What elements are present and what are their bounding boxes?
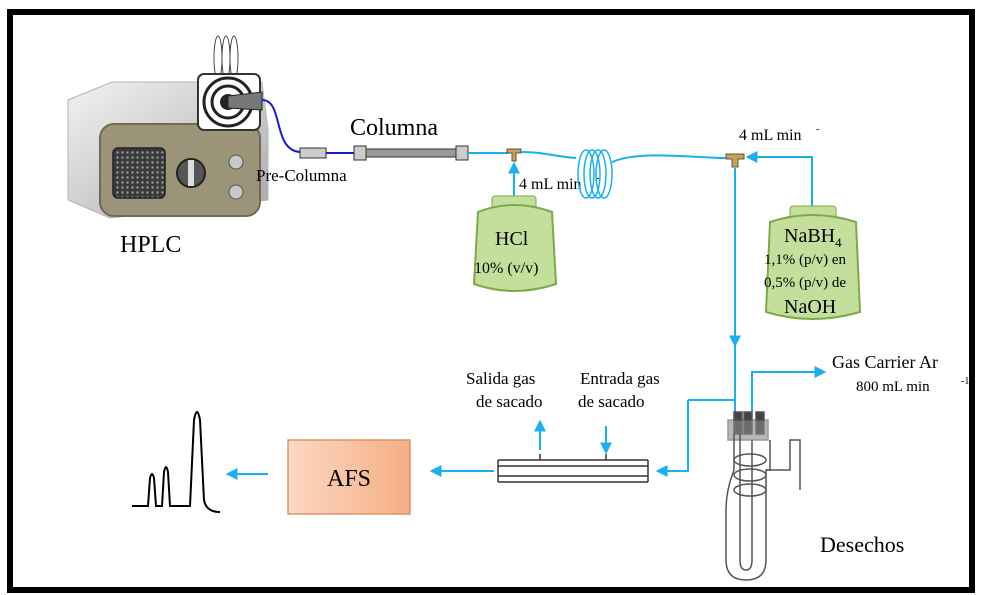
stripping-tube xyxy=(497,454,649,483)
nabh4-flow-label: 4 mL min xyxy=(739,127,802,144)
column xyxy=(353,145,469,161)
hplc-label: HPLC xyxy=(120,232,181,258)
injection-valve-icon xyxy=(197,35,263,131)
nabh4-name: NaBH4 xyxy=(784,225,842,250)
t-junction-hcl xyxy=(506,148,522,162)
gas-flow-sup: -1 xyxy=(961,376,969,387)
entrada-label-2: de sacado xyxy=(578,392,645,411)
nabh4-line3: NaOH xyxy=(784,296,836,318)
gas-carrier-label: Gas Carrier Ar xyxy=(832,352,938,372)
pre-column-label: Pre-Columna xyxy=(256,166,347,185)
pump-outlet-tube xyxy=(261,99,301,153)
hcl-name: HCl xyxy=(495,228,529,250)
grill-icon xyxy=(112,147,166,199)
afs-detector xyxy=(287,439,411,515)
t-junction-nabh4 xyxy=(725,153,745,168)
hcl-bottle xyxy=(472,195,558,292)
reaction-coil-icon xyxy=(577,149,613,199)
nabh4-line2: 0,5% (p/v) de xyxy=(764,275,846,291)
outer-frame xyxy=(7,9,975,593)
nabh4-flow-sup: - xyxy=(816,124,819,135)
afs-label: AFS xyxy=(327,466,371,492)
pre-column xyxy=(299,147,327,159)
desechos-label: Desechos xyxy=(820,532,904,557)
salida-label-2: de sacado xyxy=(476,392,543,411)
hcl-flow-sup: - xyxy=(596,173,599,184)
chromatogram-icon xyxy=(132,411,221,513)
hcl-concentration: 10% (v/v) xyxy=(474,260,538,277)
hcl-flow-label: 4 mL min xyxy=(519,176,582,193)
gas-liquid-separator xyxy=(725,411,801,581)
nabh4-bottle xyxy=(764,205,862,320)
column-label: Columna xyxy=(350,115,438,141)
salida-label-1: Salida gas xyxy=(466,369,535,388)
nabh4-line1: 1,1% (p/v) en xyxy=(764,252,847,268)
entrada-label-1: Entrada gas xyxy=(580,369,660,388)
gas-flow-label: 800 mL min xyxy=(856,379,930,395)
